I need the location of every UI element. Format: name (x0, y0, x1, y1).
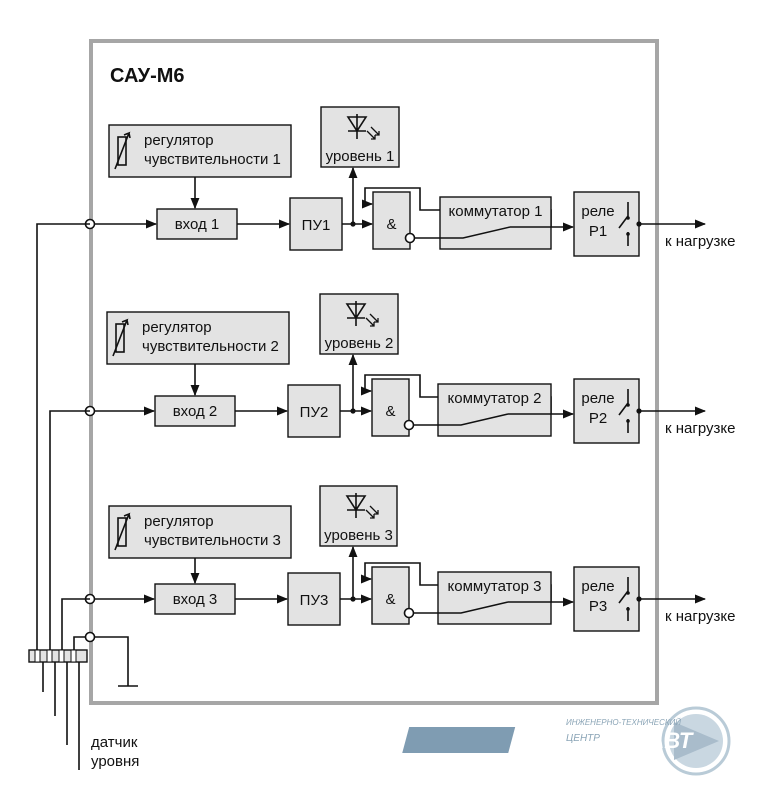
sensor-wiring (36, 223, 138, 770)
channel-2: регулятор чувствительности 2 вход 2 ПУ2 уров… (84, 293, 735, 444)
input-label: вход 1 (175, 216, 220, 233)
potentiometer-icon (117, 136, 127, 166)
relay-label-line1: реле (581, 578, 614, 595)
relay-label-line1: реле (581, 203, 614, 220)
regulator-label-line2: чувствительности 1 (144, 151, 281, 168)
watermark-logo-text: УКАВТ (620, 728, 694, 753)
and-gate-label: & (385, 591, 395, 608)
led-icon (345, 301, 367, 326)
sensor-label-line1: датчик (91, 734, 138, 751)
switch-block (437, 571, 552, 625)
regulator-label-line1: регулятор (142, 319, 212, 336)
indicator-label: уровень 1 (326, 148, 395, 165)
relay-label-line2: Р3 (589, 598, 607, 615)
regulator-block (106, 311, 290, 365)
potentiometer-icon (117, 517, 127, 547)
input-label: вход 3 (173, 591, 218, 608)
led-icon (345, 493, 367, 518)
load-label: к нагрузке (665, 233, 735, 250)
pu-label: ПУ3 (300, 592, 329, 609)
indicator-label: уровень 2 (325, 335, 394, 352)
switch-contact-icon (438, 413, 551, 426)
and-gate-label: & (386, 216, 396, 233)
watermark-middle: ЦЕНТР (566, 733, 600, 744)
ground-terminal (84, 631, 96, 643)
regulator-label-line2: чувствительности 3 (144, 532, 281, 549)
regulator-label-line2: чувствительности 2 (142, 338, 279, 355)
regulator-label-line1: регулятор (144, 513, 214, 530)
switch-contact-icon (438, 601, 551, 614)
input-block (154, 583, 236, 615)
switch-block (437, 383, 552, 437)
switch-label: коммутатор 1 (449, 203, 543, 220)
pu-label: ПУ1 (302, 217, 331, 234)
switch-label: коммутатор 3 (448, 578, 542, 595)
channels: регулятор чувствительности 1 вход 1 ПУ1 уров… (84, 106, 735, 632)
switch-contact-icon (440, 226, 551, 239)
relay-label-line2: Р2 (589, 410, 607, 427)
relay-label-line1: реле (581, 390, 614, 407)
indicator-label: уровень 3 (324, 527, 393, 544)
regulator-block (108, 505, 292, 559)
and-gate-label: & (385, 403, 395, 420)
relay-label-line2: Р1 (589, 223, 607, 240)
pu-block (289, 197, 343, 251)
channel-3: регулятор чувствительности 3 вход 3 ПУ3 уров… (84, 485, 735, 632)
switch-block (439, 196, 552, 250)
switch-label: коммутатор 2 (448, 390, 542, 407)
channel-1: регулятор чувствительности 1 вход 1 ПУ1 уров… (84, 106, 735, 257)
regulator-label-line1: регулятор (144, 132, 214, 149)
pu-label: ПУ2 (300, 404, 329, 421)
input-block (156, 208, 238, 240)
load-label: к нагрузке (665, 608, 735, 625)
load-label: к нагрузке (665, 420, 735, 437)
input-label: вход 2 (173, 403, 218, 420)
watermark-logo: ИНЖЕНЕРНО-ТЕХНИЧЕСКИЙ ЦЕНТР УКАВТ (402, 706, 731, 776)
sensor-label-line2: уровня (91, 753, 139, 770)
led-icon (346, 114, 368, 139)
device-title: САУ-М6 (110, 65, 185, 87)
potentiometer-icon (115, 323, 125, 353)
regulator-block (108, 124, 292, 178)
watermark-top: ИНЖЕНЕРНО-ТЕХНИЧЕСКИЙ (566, 718, 681, 727)
